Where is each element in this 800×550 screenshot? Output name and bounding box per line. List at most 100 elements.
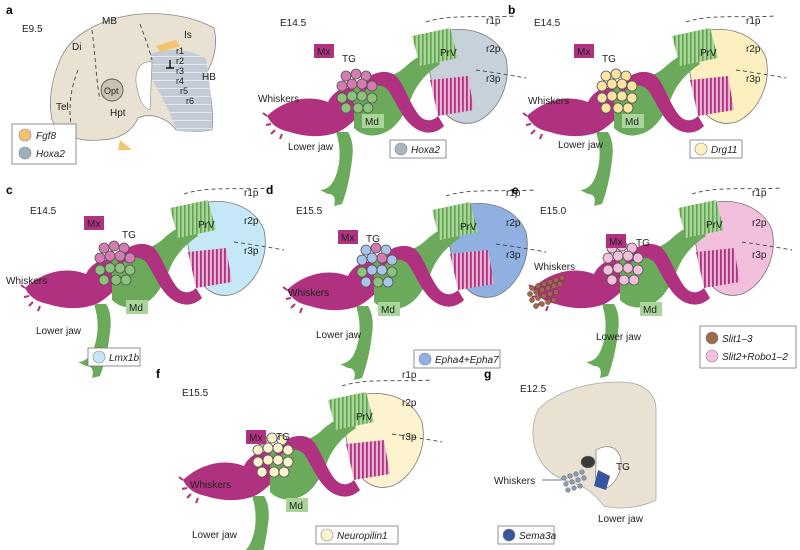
tg-cells-d — [356, 242, 398, 288]
mx-box-c — [84, 216, 104, 230]
legend-swatch-d — [418, 352, 432, 366]
whiskers-f: Whiskers — [190, 480, 231, 491]
legend-swatch-f — [320, 528, 334, 542]
optic-eye-a — [100, 78, 124, 102]
legend-label-g: Sema3a — [519, 531, 557, 542]
stage-label-a: E9.5 — [22, 24, 43, 35]
md-d: Md — [381, 305, 395, 316]
mx-box-d — [338, 230, 358, 244]
stage-label-g: E12.5 — [520, 384, 547, 395]
fgf8-spot-a — [118, 140, 132, 150]
region-r6: r6 — [186, 96, 194, 106]
md-e: Md — [643, 305, 657, 316]
legend-box-f — [315, 525, 399, 545]
mx-box-b — [574, 44, 594, 58]
whisker-follicles-g — [561, 469, 587, 493]
r2p-b: r2p — [746, 44, 761, 55]
notch-a — [135, 61, 153, 111]
legend-swatch-slit2-robo — [705, 349, 719, 363]
lower-jaw-d: Lower jaw — [316, 330, 362, 341]
region-hb: HB — [202, 72, 216, 83]
fgf8-isthmus-a — [156, 40, 180, 52]
md-box-f — [286, 498, 308, 512]
stage-label-d: E15.5 — [296, 206, 323, 217]
legend-slit2-robo: Slit2+Robo1–2 — [722, 352, 788, 363]
legend-box-d — [413, 349, 501, 369]
sema3a-domain-g — [594, 470, 610, 490]
tg-c: TG — [122, 230, 136, 241]
region-opt: Opt — [104, 86, 119, 96]
region-hpt: Hpt — [110, 108, 126, 119]
mx-e: Mx — [609, 237, 622, 248]
region-r3: r3 — [176, 66, 184, 76]
hoxa2-region-a — [150, 49, 212, 132]
legend-swatch-b — [694, 142, 708, 156]
panel-b: b E14.5 r1p r2p r3p PrV Mx TG Md Whisker… — [508, 3, 787, 207]
mx-box-e — [606, 234, 626, 248]
panel-c: c E14.5 r1p r2p r3p PrV Mx TG Md Whisker… — [6, 183, 285, 379]
panel-f: f E15.5 r1p r2p r3p PrV Mx TG Md Whisker… — [156, 367, 443, 550]
prv-c: PrV — [198, 220, 215, 231]
legend-label-f: Neuropilin1 — [337, 531, 388, 542]
r2p-hoxa2: r2p — [486, 44, 501, 55]
whiskers-d: Whiskers — [288, 288, 329, 299]
legend-swatch-hoxa2-b1 — [394, 142, 408, 156]
r1p-e: r1p — [752, 188, 767, 199]
legend-swatch-g — [502, 528, 516, 542]
panel-e: e E15.0 r1p r2p r3p PrV Mx TG Md Whisker… — [512, 183, 797, 379]
slit-whisker-dots-e — [527, 275, 565, 309]
legend-label-hoxa2-b1: Hoxa2 — [411, 145, 440, 156]
mx-box-f — [246, 430, 266, 444]
panel-hoxa2: E14.5 r1p r2p r3p PrV Mx TG Md Whiskers … — [258, 15, 527, 207]
mx-hoxa2: Mx — [317, 47, 330, 58]
legend-slit1-3: Slit1–3 — [722, 334, 753, 345]
whiskers-e: Whiskers — [534, 262, 575, 273]
md-f: Md — [289, 501, 303, 512]
md-box-c — [126, 300, 148, 314]
tg-e: TG — [636, 238, 650, 249]
tg-d: TG — [366, 234, 380, 245]
legend-box-e — [699, 325, 797, 369]
tg-b: TG — [602, 54, 616, 65]
panel-letter-e: e — [512, 183, 519, 197]
embryo-head-g — [532, 381, 657, 509]
md-box-b — [622, 114, 644, 128]
tg-cells-c — [94, 240, 136, 286]
panel-d: d E15.5 r1p r2p r3p PrV Mx TG Md Whisker… — [266, 183, 547, 381]
r2p-f: r2p — [402, 398, 417, 409]
r1p-b: r1p — [746, 16, 761, 27]
legend-hoxa2: Hoxa2 — [36, 149, 65, 160]
r3p-d: r3p — [506, 250, 521, 261]
panel-letter-f: f — [156, 367, 161, 381]
mx-b: Mx — [577, 47, 590, 58]
prv-f: PrV — [356, 412, 373, 423]
stage-label-c: E14.5 — [30, 206, 57, 217]
legend-label-b: Drg11 — [711, 145, 738, 156]
panel-letter-d: d — [266, 183, 273, 197]
region-r1: r1 — [176, 46, 184, 56]
region-tel: Tel — [56, 102, 69, 113]
mx-d: Mx — [341, 233, 354, 244]
legend-swatch-c — [92, 350, 106, 364]
panel-a: a E9.5 MB Di Is Tel Opt Hpt HB r1 r2 r3 … — [6, 3, 216, 165]
legend-label-d: Epha4+Epha7 — [435, 355, 499, 366]
tg-cells-f — [252, 432, 294, 478]
md-c: Md — [129, 303, 143, 314]
tg-cells-b — [596, 68, 638, 114]
md-hoxa2: Md — [365, 117, 379, 128]
panel-letter-a: a — [6, 3, 13, 17]
tg-hoxa2: TG — [342, 54, 356, 65]
r2p-c: r2p — [244, 216, 259, 227]
panel-letter-b: b — [508, 3, 515, 17]
prv-hoxa2: PrV — [440, 48, 457, 59]
region-r2: r2 — [176, 56, 184, 66]
region-mb: MB — [102, 16, 117, 27]
lower-jaw-b: Lower jaw — [558, 140, 604, 151]
panel-g: g E12.5 TG Whiskers Lower jaw Sema3a — [484, 367, 657, 545]
r1p-hoxa2: r1p — [486, 16, 501, 27]
whiskers-hoxa2: Whiskers — [258, 94, 299, 105]
region-r5: r5 — [180, 86, 188, 96]
stage-label-b: E14.5 — [534, 18, 561, 29]
mx-f: Mx — [249, 433, 262, 444]
